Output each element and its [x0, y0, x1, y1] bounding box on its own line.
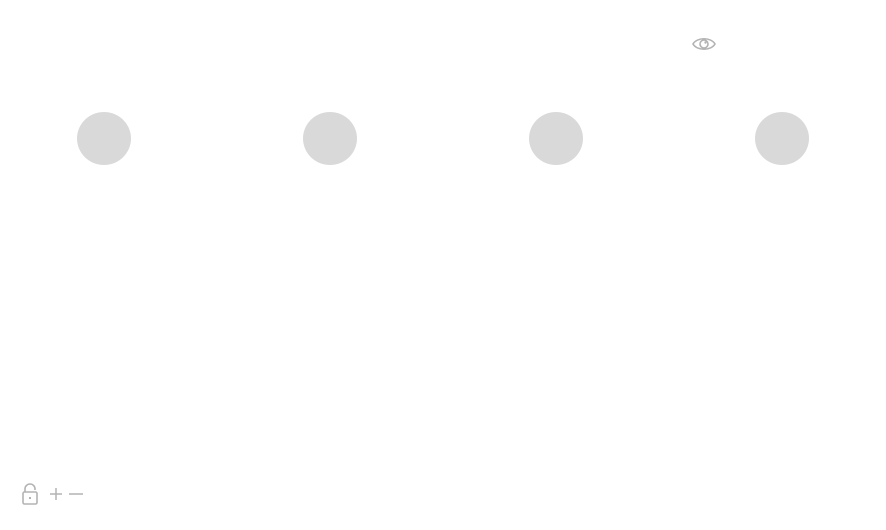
lock-icon-graphic — [22, 483, 38, 505]
circle-node-1[interactable] — [77, 112, 131, 165]
plus-icon[interactable] — [48, 486, 64, 502]
lock-icon[interactable] — [20, 482, 40, 506]
minus-icon-graphic — [69, 493, 83, 495]
canvas-controls — [20, 481, 84, 507]
circle-node-4[interactable] — [755, 112, 809, 165]
plus-icon-graphic — [50, 488, 62, 500]
minus-icon[interactable] — [68, 486, 84, 502]
circle-node-3[interactable] — [529, 112, 583, 165]
eye-icon-graphic — [692, 37, 716, 51]
circle-node-2[interactable] — [303, 112, 357, 165]
eye-icon[interactable] — [691, 34, 717, 54]
